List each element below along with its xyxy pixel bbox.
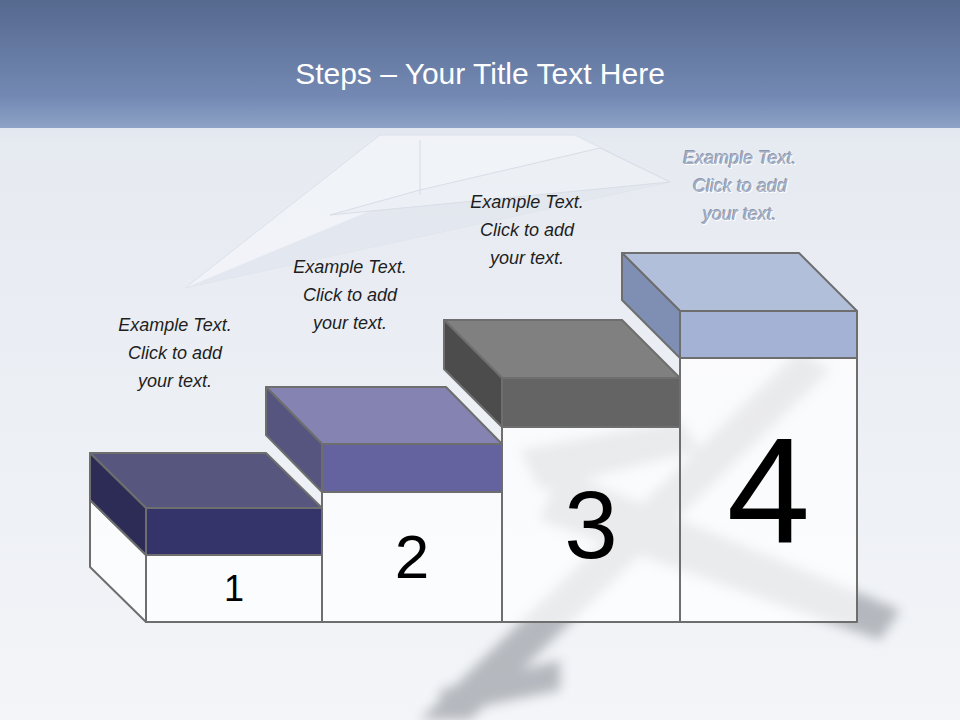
step-caption: Example Text. Click to add your text. — [675, 144, 805, 228]
step-caption: Example Text. Click to add your text. — [462, 188, 592, 272]
step-block: Example Text. Click to add your text.3 — [502, 427, 680, 622]
step-block: Example Text. Click to add your text.1 — [146, 555, 322, 622]
step-blocks — [90, 253, 857, 622]
step-block: Example Text. Click to add your text.4 — [680, 358, 857, 622]
step-caption: Example Text. Click to add your text. — [285, 253, 415, 337]
step-caption: Example Text. Click to add your text. — [110, 311, 240, 395]
step-number: 3 — [502, 477, 680, 573]
slide-title: Steps – Your Title Text Here — [0, 54, 960, 94]
step-number: 2 — [322, 526, 502, 588]
step-number: 4 — [680, 415, 857, 565]
step-number: 1 — [146, 571, 322, 607]
step-block: Example Text. Click to add your text.2 — [322, 492, 502, 622]
paper-airplane — [185, 135, 670, 288]
